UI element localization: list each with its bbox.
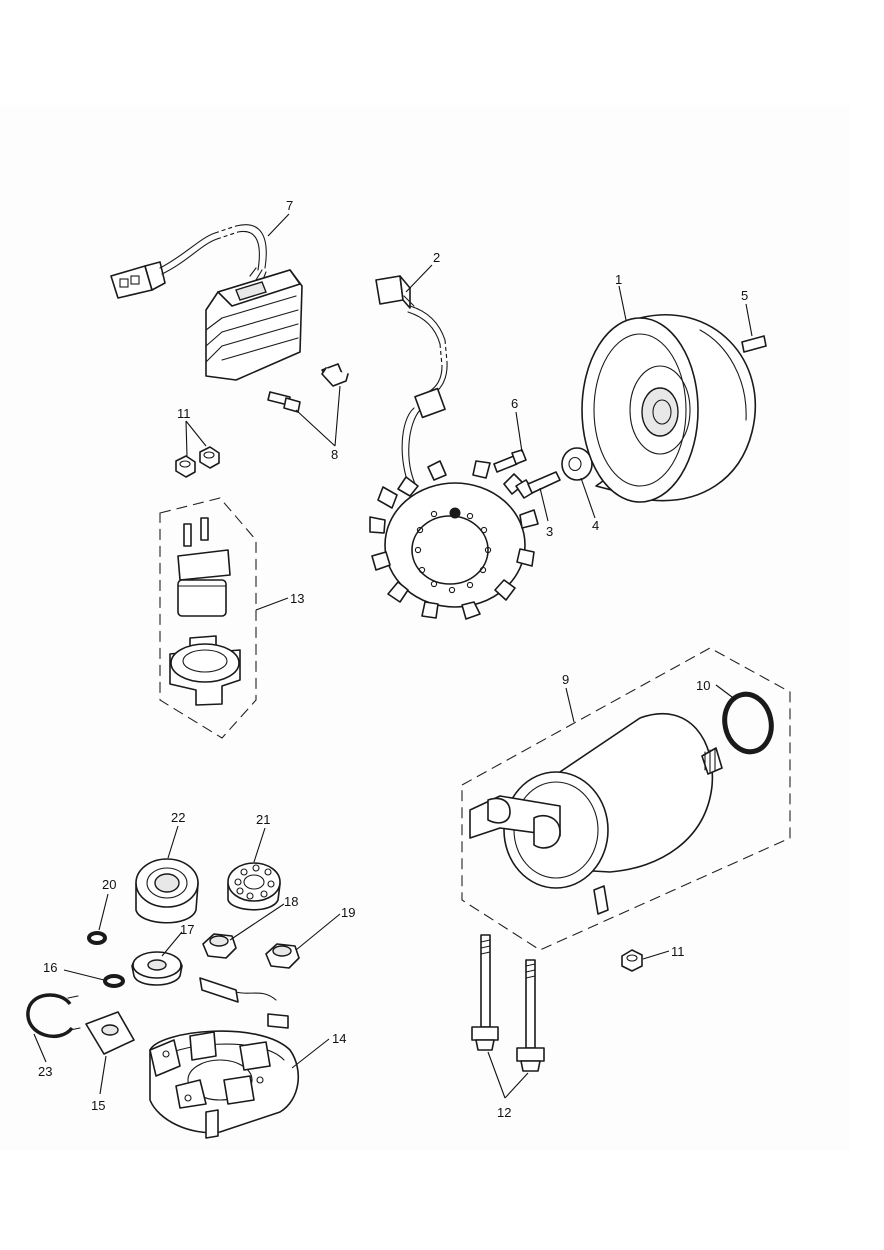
woodruff-key-5[interactable] <box>741 335 767 353</box>
callout-9: 9 <box>562 672 569 687</box>
callout-11-right: 11 <box>671 944 685 959</box>
callout-8: 8 <box>331 447 338 462</box>
callout-14: 14 <box>332 1031 346 1046</box>
nut-18[interactable] <box>202 933 237 959</box>
nut-11c[interactable] <box>621 949 643 972</box>
callout-10: 10 <box>696 678 710 693</box>
washer-4[interactable] <box>561 447 593 481</box>
callout-5: 5 <box>741 288 748 303</box>
through-bolt-12b[interactable] <box>516 959 545 1072</box>
callout-18: 18 <box>284 894 298 909</box>
callout-16: 16 <box>43 960 57 975</box>
callout-6: 6 <box>511 396 518 411</box>
diagram-panel <box>0 105 850 1150</box>
rotor[interactable] <box>581 313 757 503</box>
bearing-22[interactable] <box>135 858 199 924</box>
callout-15: 15 <box>91 1098 105 1113</box>
callout-7: 7 <box>286 198 293 213</box>
callout-13: 13 <box>290 591 304 606</box>
nut-11b[interactable] <box>199 446 220 469</box>
seal-17[interactable] <box>131 951 183 986</box>
callout-3: 3 <box>546 524 553 539</box>
callout-21: 21 <box>256 812 270 827</box>
callout-4: 4 <box>592 518 599 533</box>
leader-lines <box>33 213 753 1099</box>
brush-plate-14[interactable] <box>149 977 299 1139</box>
screw-6[interactable] <box>493 449 527 473</box>
stator[interactable] <box>369 275 539 620</box>
group-13-outline <box>159 497 257 739</box>
callout-23: 23 <box>38 1064 52 1079</box>
nut-11a[interactable] <box>175 455 196 478</box>
bolt-3[interactable] <box>515 471 561 499</box>
through-bolt-12a[interactable] <box>471 934 499 1051</box>
washer-16[interactable] <box>103 974 125 988</box>
callout-20: 20 <box>102 877 116 892</box>
clip-15[interactable] <box>85 1011 135 1055</box>
callout-19: 19 <box>341 905 355 920</box>
nut-19[interactable] <box>265 943 300 969</box>
starter-solenoid[interactable] <box>177 517 231 617</box>
callout-11-top: 11 <box>177 406 191 421</box>
callout-17: 17 <box>180 922 194 937</box>
solenoid-bracket[interactable] <box>169 635 241 706</box>
group-9-outline <box>461 647 791 951</box>
washer-20[interactable] <box>87 931 107 945</box>
bolt-8a[interactable] <box>321 363 349 387</box>
regulator-rectifier[interactable] <box>110 224 303 381</box>
callout-1: 1 <box>615 272 622 287</box>
o-ring-10[interactable] <box>719 690 776 756</box>
callout-12: 12 <box>497 1105 511 1120</box>
ball-bearing-21[interactable] <box>227 862 281 911</box>
callout-2: 2 <box>433 250 440 265</box>
circlip-23[interactable] <box>26 993 81 1039</box>
callout-22: 22 <box>171 810 185 825</box>
starter-motor[interactable] <box>469 712 723 915</box>
